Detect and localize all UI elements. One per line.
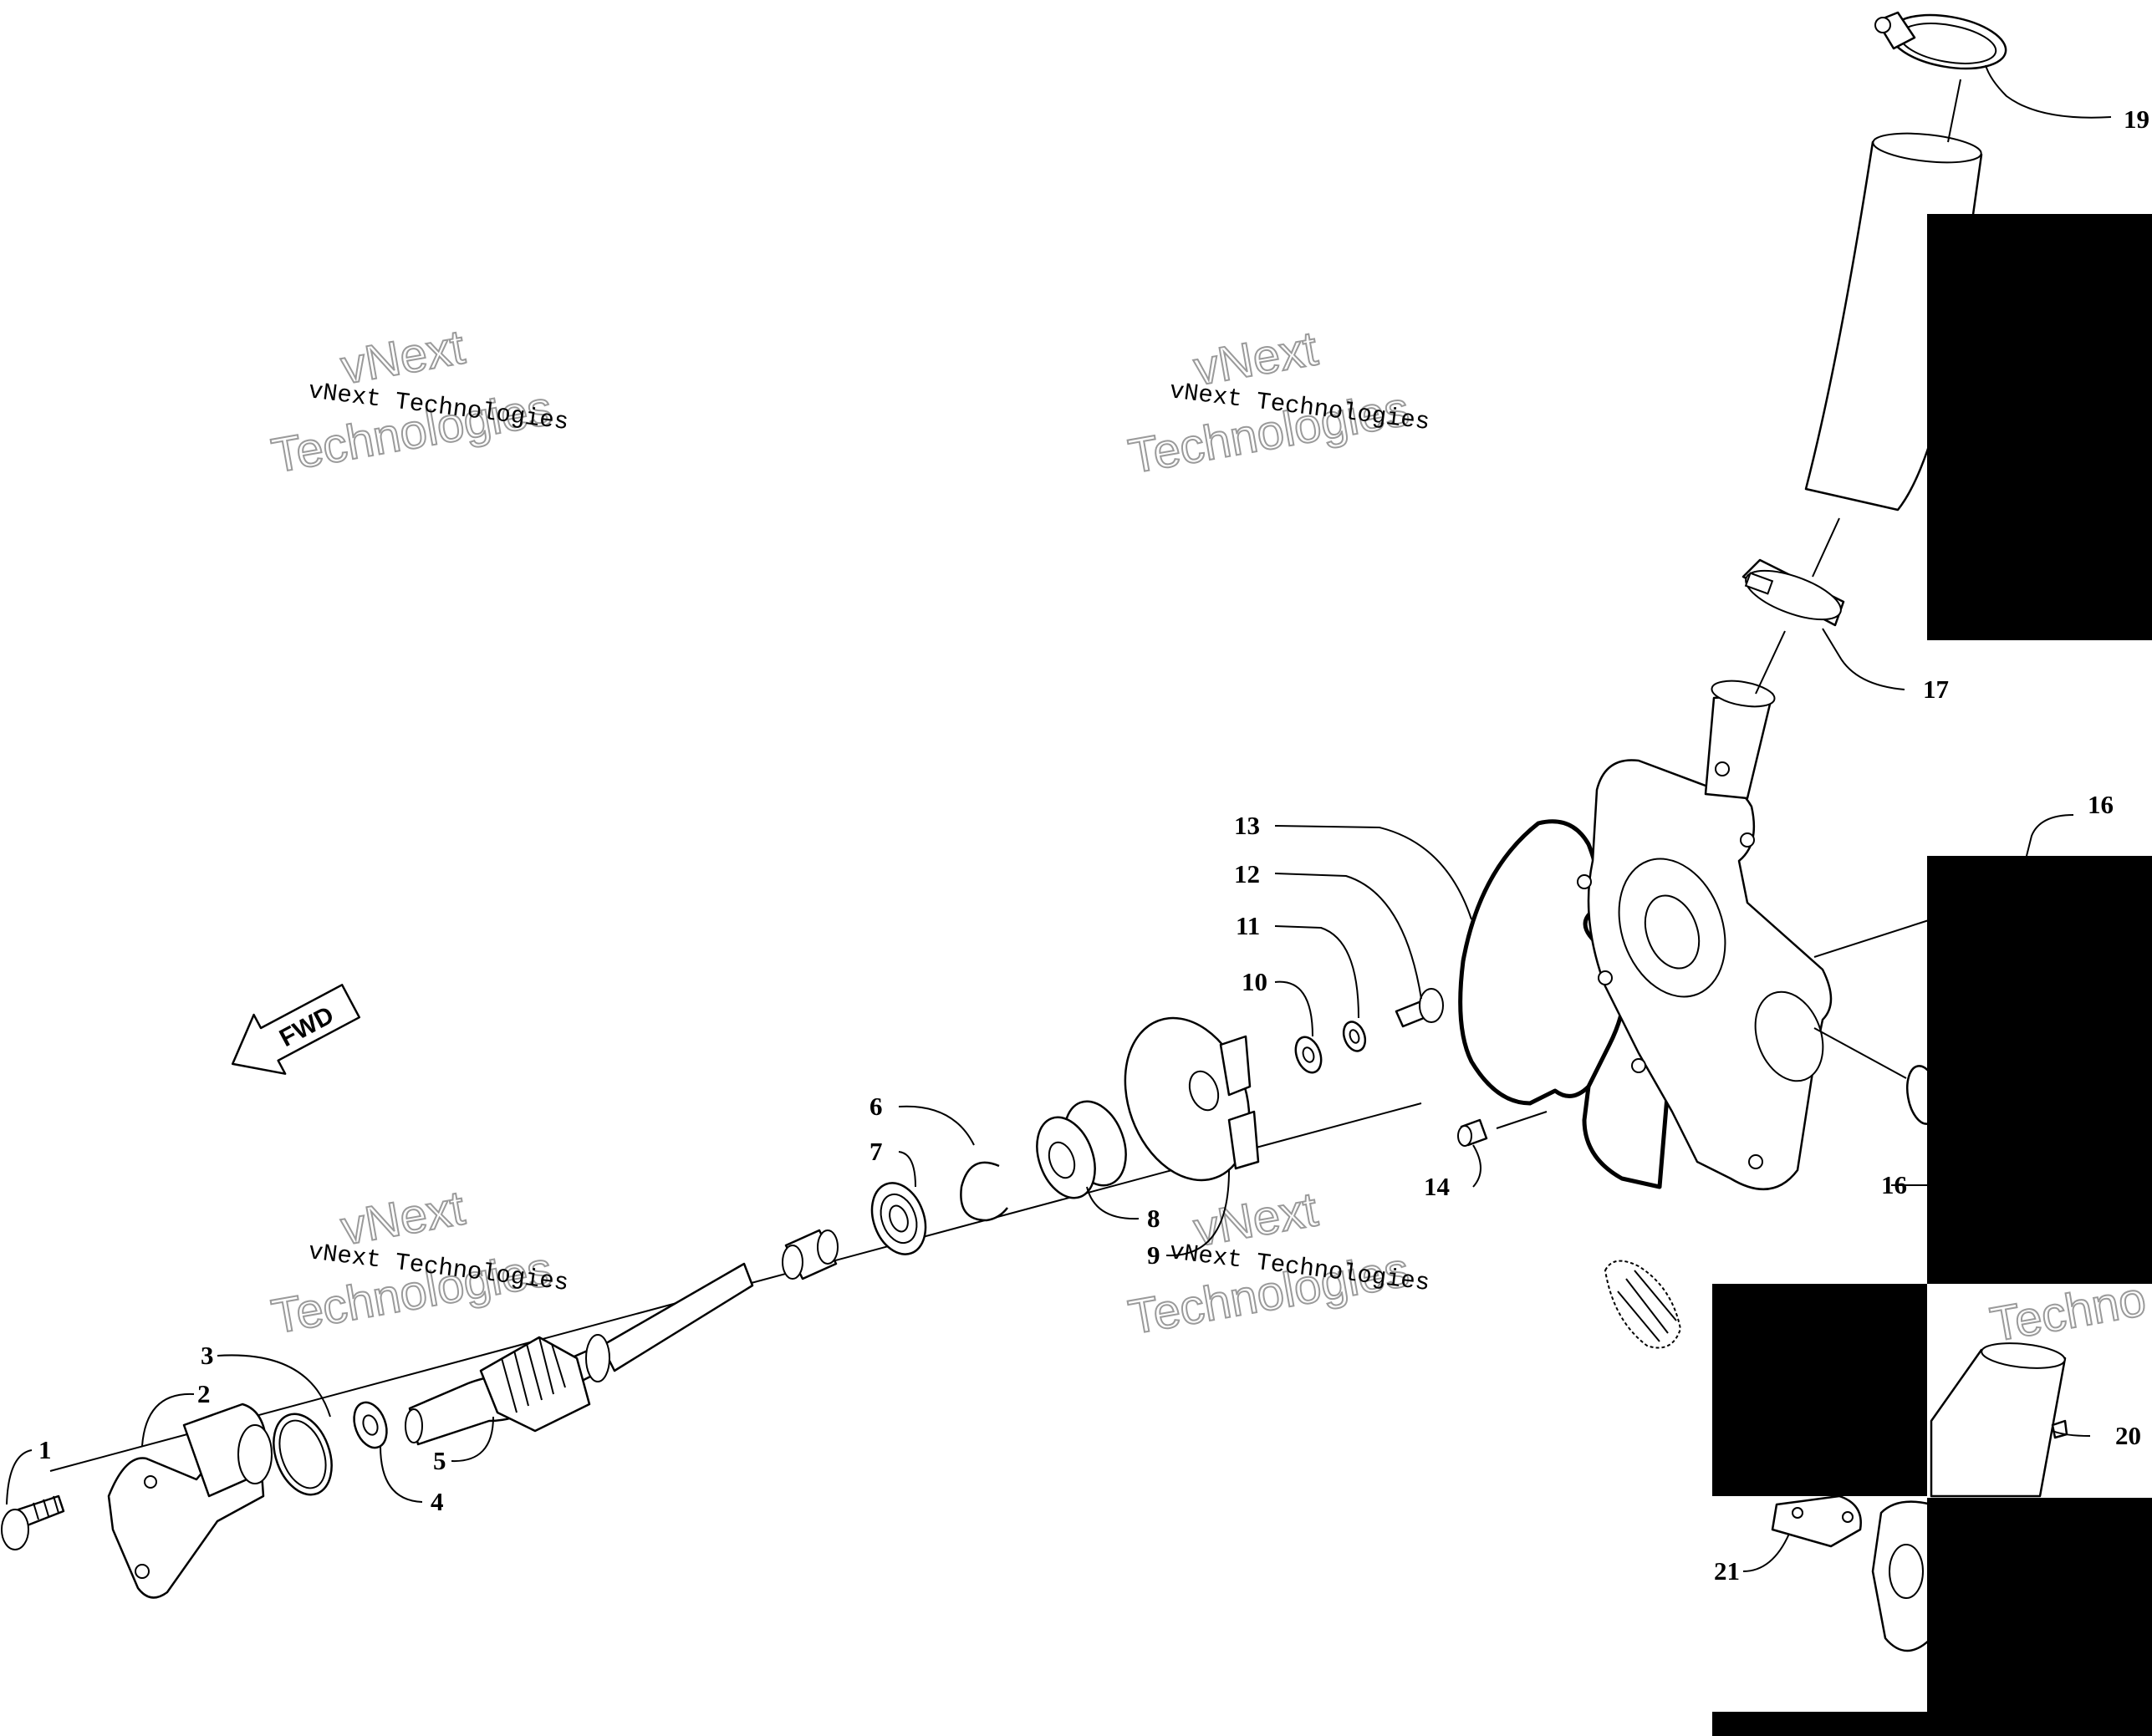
bolt-part-12 (1395, 988, 1444, 1028)
snap-ring-part-6 (960, 1161, 1008, 1222)
leader-3 (217, 1354, 331, 1418)
callout-3: 3 (201, 1341, 214, 1370)
fwd-direction-arrow: FWD (231, 984, 361, 1075)
leader-7 (898, 1151, 916, 1188)
leader-10 (1274, 980, 1313, 1037)
callout-21: 21 (1714, 1556, 1740, 1586)
leader-8 (1086, 1186, 1140, 1220)
leader-5 (451, 1416, 494, 1463)
hose-clamp-part-19 (1874, 11, 2007, 70)
redaction-block-3 (1712, 1284, 1927, 1496)
leader-20 (2052, 1430, 2091, 1437)
leader-17 (1822, 628, 1905, 690)
callout-14: 14 (1424, 1172, 1450, 1201)
o-ring-part-3 (273, 1413, 333, 1496)
redaction-block-1 (1927, 214, 2152, 640)
gasket-part-13-lower (1582, 1017, 1675, 1189)
redaction-block-5 (1712, 1712, 2152, 1736)
leader-14 (1472, 1144, 1481, 1188)
leader-13 (1274, 825, 1472, 920)
callout-1-right: 16 (2088, 790, 2114, 819)
leader-1-left (6, 1449, 33, 1505)
callout-17: 17 (1923, 675, 1949, 704)
seal-part-8 (1036, 1100, 1127, 1199)
callout-10: 10 (1242, 967, 1267, 996)
callout-2: 2 (197, 1379, 211, 1408)
redaction-block-2 (1927, 856, 2152, 1284)
callout-5: 5 (433, 1446, 446, 1475)
bushing (782, 1229, 839, 1280)
callout-8: 8 (1147, 1204, 1160, 1233)
leader-12 (1274, 873, 1422, 1000)
thermostat-housing-part-20 (1930, 1342, 2068, 1498)
leader-6 (898, 1105, 975, 1146)
callout-12: 12 (1234, 859, 1260, 888)
leader-21 (1742, 1533, 1790, 1572)
callout-4: 4 (431, 1487, 444, 1516)
callout-19: 19 (2124, 104, 2149, 134)
redaction-blocks (1712, 214, 2152, 1736)
callout-11: 11 (1236, 911, 1260, 940)
callout-16: 16 (1881, 1170, 1907, 1199)
gear-shaft-part-5 (405, 1262, 754, 1446)
lower-housing-partial (1871, 1500, 1933, 1652)
leader-4 (380, 1445, 423, 1503)
callout-7: 7 (869, 1137, 883, 1166)
leader-2 (141, 1392, 195, 1447)
callout-20: 20 (2115, 1421, 2141, 1450)
redaction-block-4 (1927, 1498, 2152, 1712)
leader-11 (1274, 925, 1359, 1019)
water-pump-housing (1577, 680, 1833, 1191)
callout-13: 13 (1234, 811, 1260, 840)
thermostat-assembly (1604, 1260, 1682, 1349)
dowel-pin-part-14 (1457, 1118, 1488, 1147)
leader-9 (1165, 1169, 1230, 1257)
bearing-part-7 (870, 1182, 927, 1255)
callout-1-left: 1 (38, 1435, 52, 1464)
callout-6: 6 (869, 1092, 883, 1121)
leader-19 (1985, 64, 2112, 119)
hose-clamp-part-17 (1741, 558, 1845, 627)
cover-housing-part-2 (107, 1403, 273, 1599)
bolt-part-1-left (1, 1494, 65, 1550)
leader-1-right (2022, 814, 2074, 870)
impeller-part-9 (1124, 1016, 1260, 1182)
gasket-part-21 (1771, 1494, 1862, 1548)
callout-9: 9 (1147, 1240, 1160, 1270)
